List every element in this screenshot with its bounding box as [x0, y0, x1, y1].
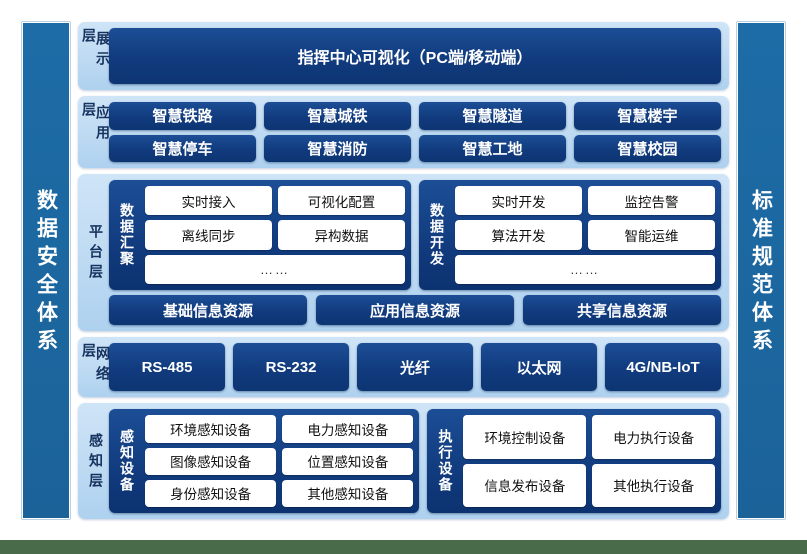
- platform-group-data-aggregation: 数据汇聚 实时接入 可视化配置 离线同步 异构数据: [109, 180, 411, 291]
- display-command-center-tile[interactable]: 指挥中心可视化（PC端/移动端）: [109, 28, 721, 84]
- development-tile-monitoring-alarm[interactable]: 监控告警: [588, 186, 715, 216]
- left-pillar-label: 数据安全体系: [34, 188, 58, 357]
- aggregation-tile-realtime-access[interactable]: 实时接入: [145, 186, 272, 216]
- aggregation-row-2: 离线同步 异构数据: [145, 220, 405, 250]
- application-row-1: 智慧铁路 智慧城铁 智慧隧道 智慧楼宇: [109, 102, 721, 130]
- layer-application-label: 应用层: [81, 102, 111, 145]
- app-tile-smart-metro[interactable]: 智慧城铁: [264, 102, 411, 130]
- platform-group-aggregation-label: 数据汇聚: [119, 203, 135, 268]
- development-tile-more[interactable]: ……: [455, 254, 715, 285]
- app-tile-smart-tunnel[interactable]: 智慧隧道: [419, 102, 566, 130]
- layer-display-body: 指挥中心可视化（PC端/移动端）: [109, 28, 721, 84]
- layer-platform: 平台层 数据汇聚 实时接入 可视化配置 离线同步: [78, 174, 729, 332]
- sensing-row-2: 图像感知设备 位置感知设备: [145, 447, 414, 475]
- aggregation-row-3: ……: [145, 254, 405, 285]
- perception-group-sensing-devices: 感知设备 环境感知设备 电力感知设备 图像感知设备 位置感知设备: [109, 409, 420, 513]
- layer-stack: 展示层 指挥中心可视化（PC端/移动端） 应用层 智慧铁路 智慧城铁 智慧隧道 …: [78, 22, 729, 519]
- layer-display: 展示层 指挥中心可视化（PC端/移动端）: [78, 22, 729, 90]
- network-tile-rs232[interactable]: RS-232: [233, 343, 349, 392]
- platform-group-development-label: 数据开发: [429, 203, 445, 268]
- actuator-row-1: 环境控制设备 电力执行设备: [463, 415, 716, 459]
- platform-groups: 数据汇聚 实时接入 可视化配置 离线同步 异构数据: [109, 180, 721, 291]
- development-row-2: 算法开发 智能运维: [455, 220, 715, 250]
- actuator-tile-other-execution[interactable]: 其他执行设备: [592, 463, 716, 508]
- development-row-1: 实时开发 监控告警: [455, 186, 715, 216]
- layer-network-body: RS-485 RS-232 光纤 以太网 4G/NB-IoT: [109, 343, 721, 392]
- layer-application-body: 智慧铁路 智慧城铁 智慧隧道 智慧楼宇 智慧停车 智慧消防 智慧工地 智慧校园: [109, 102, 721, 162]
- sensing-tile-power[interactable]: 电力感知设备: [282, 415, 414, 443]
- layer-network-label: 网络层: [81, 343, 111, 387]
- layer-perception-label: 感知层: [88, 432, 104, 493]
- perception-group-sensing-label: 感知设备: [119, 429, 135, 494]
- app-tile-smart-construction-site[interactable]: 智慧工地: [419, 134, 566, 162]
- sensing-tile-location[interactable]: 位置感知设备: [282, 447, 414, 475]
- application-row-2: 智慧停车 智慧消防 智慧工地 智慧校园: [109, 134, 721, 162]
- sensing-row-1: 环境感知设备 电力感知设备: [145, 415, 414, 443]
- app-tile-smart-campus[interactable]: 智慧校园: [574, 134, 721, 162]
- development-row-3: ……: [455, 254, 715, 285]
- resource-tile-application-information[interactable]: 应用信息资源: [316, 295, 514, 326]
- development-tile-realtime-development[interactable]: 实时开发: [455, 186, 582, 216]
- actuator-tile-power-execution[interactable]: 电力执行设备: [592, 415, 716, 459]
- sensing-tile-environment[interactable]: 环境感知设备: [145, 415, 277, 443]
- network-tile-ethernet[interactable]: 以太网: [481, 343, 597, 392]
- sensing-tile-image[interactable]: 图像感知设备: [145, 447, 277, 475]
- perception-group-actuator-grid: 环境控制设备 电力执行设备 信息发布设备 其他执行设备: [463, 415, 716, 508]
- platform-group-development-grid: 实时开发 监控告警 算法开发 智能运维 ……: [455, 186, 715, 285]
- app-tile-smart-firefighting[interactable]: 智慧消防: [264, 134, 411, 162]
- resource-tile-shared-information[interactable]: 共享信息资源: [523, 295, 721, 326]
- perception-group-actuator-label: 执行设备: [437, 429, 454, 494]
- layer-network: 网络层 RS-485 RS-232 光纤 以太网 4G/NB-IoT: [78, 337, 729, 398]
- sensing-row-3: 身份感知设备 其他感知设备: [145, 479, 414, 507]
- network-tile-fiber[interactable]: 光纤: [357, 343, 473, 392]
- perception-group-actuator-devices: 执行设备 环境控制设备 电力执行设备 信息发布设备 其他执行设备: [427, 409, 721, 513]
- aggregation-row-1: 实时接入 可视化配置: [145, 186, 405, 216]
- layer-application: 应用层 智慧铁路 智慧城铁 智慧隧道 智慧楼宇 智慧停车 智慧消防 智慧工地 智…: [78, 96, 729, 168]
- app-tile-smart-building[interactable]: 智慧楼宇: [574, 102, 721, 130]
- right-pillar-label: 标准规范体系: [749, 188, 773, 357]
- network-tile-4g-nbiot[interactable]: 4G/NB-IoT: [605, 343, 721, 392]
- actuator-row-2: 信息发布设备 其他执行设备: [463, 463, 716, 508]
- resource-tile-basic-information[interactable]: 基础信息资源: [109, 295, 307, 326]
- network-row: RS-485 RS-232 光纤 以太网 4G/NB-IoT: [109, 343, 721, 392]
- architecture-diagram: 数据安全体系 展示层 指挥中心可视化（PC端/移动端） 应用层 智慧铁路 智慧城…: [22, 22, 785, 519]
- aggregation-tile-visual-config[interactable]: 可视化配置: [278, 186, 405, 216]
- app-tile-smart-railway[interactable]: 智慧铁路: [109, 102, 256, 130]
- development-tile-algorithm-development[interactable]: 算法开发: [455, 220, 582, 250]
- platform-resource-row: 基础信息资源 应用信息资源 共享信息资源: [109, 295, 721, 326]
- platform-group-aggregation-grid: 实时接入 可视化配置 离线同步 异构数据 ……: [145, 186, 405, 285]
- actuator-tile-information-release[interactable]: 信息发布设备: [463, 463, 587, 508]
- sensing-tile-identity[interactable]: 身份感知设备: [145, 479, 277, 507]
- right-pillar-standards: 标准规范体系: [737, 22, 785, 519]
- layer-platform-label: 平台层: [88, 224, 104, 285]
- layer-perception-body: 感知设备 环境感知设备 电力感知设备 图像感知设备 位置感知设备: [109, 409, 721, 513]
- sensing-tile-other[interactable]: 其他感知设备: [282, 479, 414, 507]
- perception-groups: 感知设备 环境感知设备 电力感知设备 图像感知设备 位置感知设备: [109, 409, 721, 513]
- aggregation-tile-more[interactable]: ……: [145, 254, 405, 285]
- layer-platform-body: 数据汇聚 实时接入 可视化配置 离线同步 异构数据: [109, 180, 721, 326]
- development-tile-intelligent-ops[interactable]: 智能运维: [588, 220, 715, 250]
- left-pillar-data-security: 数据安全体系: [22, 22, 70, 519]
- network-tile-rs485[interactable]: RS-485: [109, 343, 225, 392]
- app-tile-smart-parking[interactable]: 智慧停车: [109, 134, 256, 162]
- aggregation-tile-offline-sync[interactable]: 离线同步: [145, 220, 272, 250]
- aggregation-tile-heterogeneous-data[interactable]: 异构数据: [278, 220, 405, 250]
- actuator-tile-environment-control[interactable]: 环境控制设备: [463, 415, 587, 459]
- layer-perception: 感知层 感知设备 环境感知设备 电力感知设备 图像感知设备: [78, 403, 729, 519]
- platform-group-data-development: 数据开发 实时开发 监控告警 算法开发 智能运维: [419, 180, 721, 291]
- diagram-page: 数据安全体系 展示层 指挥中心可视化（PC端/移动端） 应用层 智慧铁路 智慧城…: [0, 0, 807, 540]
- perception-group-sensing-grid: 环境感知设备 电力感知设备 图像感知设备 位置感知设备 身份感知设备 其他感知设…: [145, 415, 414, 507]
- layer-display-label: 展示层: [81, 28, 111, 71]
